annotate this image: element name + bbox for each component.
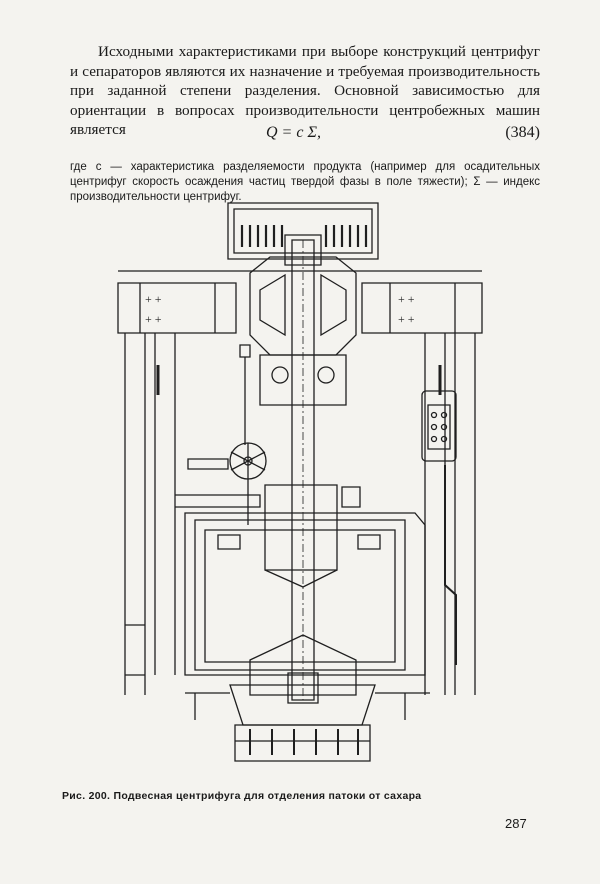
equation-number: (384): [505, 124, 540, 141]
motor-fins: [242, 225, 366, 247]
centrifuge-drawing: + + + + + + + +: [100, 195, 500, 775]
formula: Q = c Σ,: [266, 124, 321, 141]
intro-paragraph: Исходными характеристиками при выборе ко…: [70, 43, 540, 138]
control-box: [422, 391, 456, 461]
left-columns: [125, 333, 175, 695]
formula-row: Q = c Σ, (384): [70, 124, 540, 148]
svg-text:+ +: + +: [145, 292, 162, 306]
bottom-collector: [235, 725, 370, 761]
svg-text:+ +: + +: [145, 312, 162, 326]
page-number: 287: [505, 816, 527, 831]
lower-cone: [250, 635, 356, 695]
right-beam: + + + +: [362, 283, 482, 333]
centrifuge-basket: [195, 520, 405, 670]
svg-text:+ +: + +: [398, 292, 415, 306]
svg-text:+ +: + +: [398, 312, 415, 326]
handwheel: [188, 443, 266, 525]
discharge-funnel: [230, 685, 375, 725]
figure-caption: Рис. 200. Подвесная центрифуга для отдел…: [62, 790, 422, 802]
where-explanation: где c — характеристика разделяемости про…: [70, 161, 540, 203]
technical-drawing-svg: + + + + + + + +: [100, 195, 500, 775]
right-columns: [425, 333, 475, 695]
left-beam: + + + +: [118, 283, 236, 333]
